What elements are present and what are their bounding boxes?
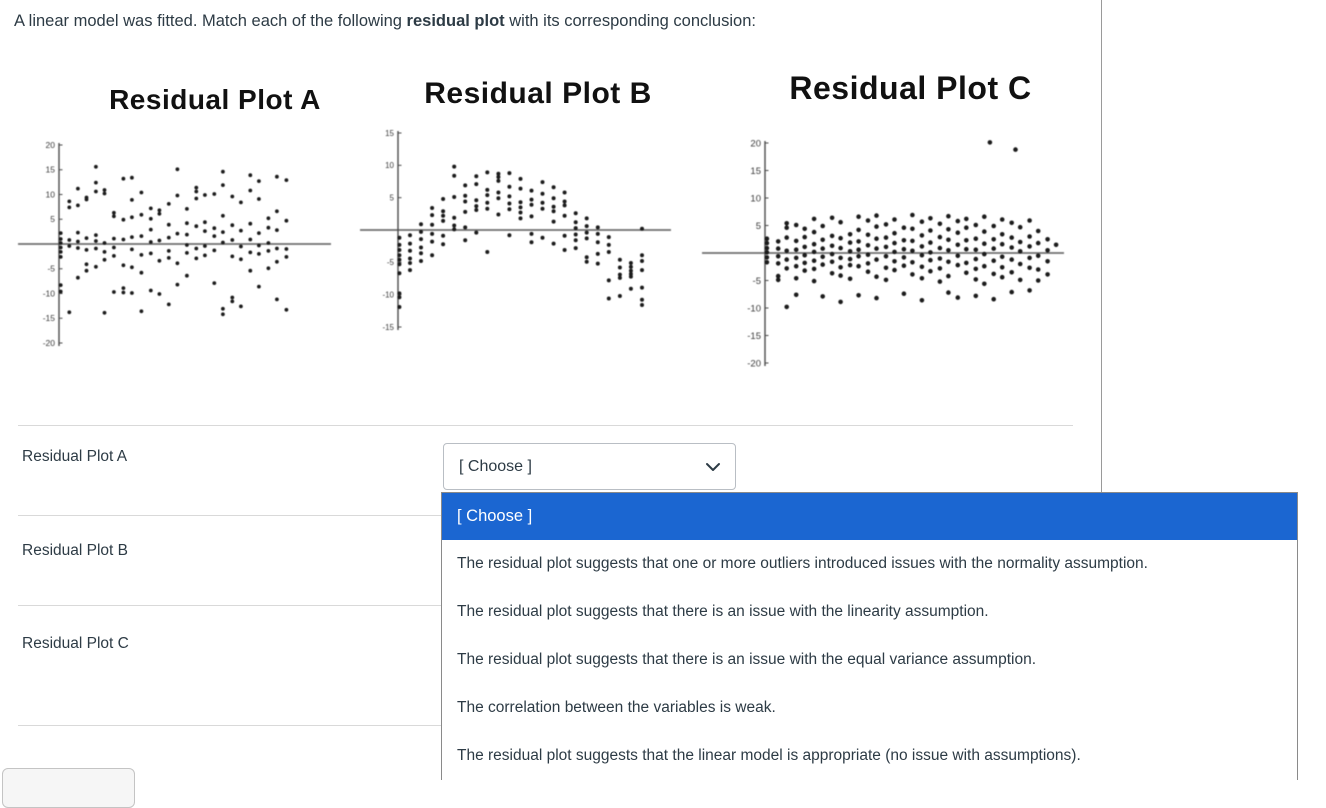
svg-text:-10: -10 <box>747 303 761 314</box>
svg-text:10: 10 <box>46 189 56 199</box>
svg-text:10: 10 <box>750 193 761 204</box>
match-row-label-plot-b: Residual Plot B <box>22 542 128 559</box>
svg-text:5: 5 <box>390 193 395 202</box>
prompt-suffix: with its corresponding conclusion: <box>504 12 756 30</box>
svg-text:-15: -15 <box>43 313 56 323</box>
bottom-left-button[interactable] <box>2 768 135 808</box>
svg-text:-15: -15 <box>382 323 394 332</box>
residual-plot-c-image: 20 15 10 5 -5 -10 -15 -20 <box>698 116 1093 386</box>
plot-a-answer-select[interactable]: [ Choose ] <box>443 443 736 490</box>
residual-plot-b-image: 15 10 5 -5 -10 -15 <box>358 118 673 353</box>
svg-text:-5: -5 <box>387 258 395 267</box>
plot-a-answer-value: [ Choose ] <box>459 457 532 475</box>
residual-plot-a-image: 20 15 10 5 -5 -10 -15 -20 <box>8 122 353 372</box>
svg-text:20: 20 <box>46 140 56 150</box>
svg-text:15: 15 <box>750 166 761 177</box>
svg-text:-10: -10 <box>382 290 394 299</box>
row-divider <box>18 425 1073 426</box>
svg-text:5: 5 <box>756 221 761 232</box>
dropdown-option-weak-correlation[interactable]: The correlation between the variables is… <box>442 684 1297 732</box>
svg-text:-5: -5 <box>47 264 55 274</box>
svg-text:15: 15 <box>385 129 394 138</box>
match-row-label-plot-a: Residual Plot A <box>22 448 128 465</box>
svg-text:20: 20 <box>750 138 761 149</box>
svg-text:-5: -5 <box>753 276 761 287</box>
svg-text:15: 15 <box>46 165 56 175</box>
question-prompt: A linear model was fitted. Match each of… <box>14 12 756 31</box>
question-panel-right-border <box>1101 0 1102 776</box>
residual-plot-b-title: Residual Plot B <box>424 77 652 110</box>
svg-text:-15: -15 <box>747 331 761 342</box>
dropdown-option-linearity[interactable]: The residual plot suggests that there is… <box>442 588 1297 636</box>
match-row-label-plot-c: Residual Plot C <box>22 635 129 652</box>
answer-dropdown-menu: [ Choose ] The residual plot suggests th… <box>441 492 1298 780</box>
svg-text:10: 10 <box>385 161 394 170</box>
residual-plot-a-title: Residual Plot A <box>109 84 321 115</box>
dropdown-option-choose[interactable]: [ Choose ] <box>442 493 1297 540</box>
prompt-prefix: A linear model was fitted. Match each of… <box>14 12 407 30</box>
dropdown-option-equal-variance[interactable]: The residual plot suggests that there is… <box>442 636 1297 684</box>
svg-text:5: 5 <box>50 214 55 224</box>
svg-text:-20: -20 <box>747 358 761 369</box>
svg-text:-20: -20 <box>43 338 56 348</box>
svg-text:-10: -10 <box>43 288 56 298</box>
residual-plot-c-title: Residual Plot C <box>789 70 1032 106</box>
dropdown-option-normality[interactable]: The residual plot suggests that one or m… <box>442 540 1297 588</box>
chevron-down-icon <box>705 462 721 472</box>
dropdown-option-appropriate[interactable]: The residual plot suggests that the line… <box>442 732 1297 780</box>
prompt-bold: residual plot <box>406 12 505 30</box>
